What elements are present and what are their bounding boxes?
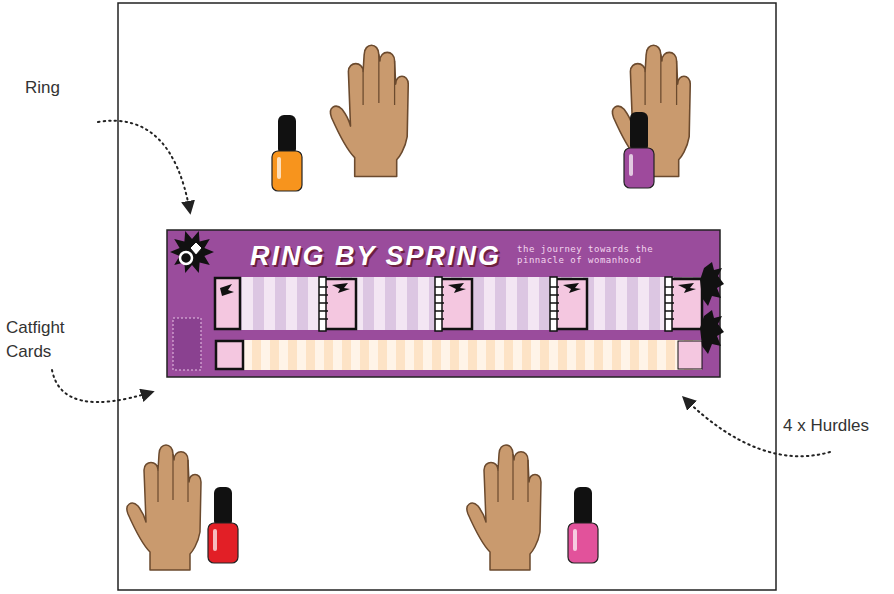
game-board-title-area: RING BY SPRING the journey towards the pi… [167,230,720,377]
game-board [167,230,724,377]
table-frame [118,3,776,590]
board-title: RING BY SPRING [250,242,501,272]
callout-label: Ring [23,76,62,100]
board-subtitle: the journey towards the pinnacle of woma… [517,244,657,267]
callout-label: 4 x Hurdles [781,414,871,438]
callout-label: Catfight Cards [4,316,84,364]
leader-lines [52,121,830,457]
